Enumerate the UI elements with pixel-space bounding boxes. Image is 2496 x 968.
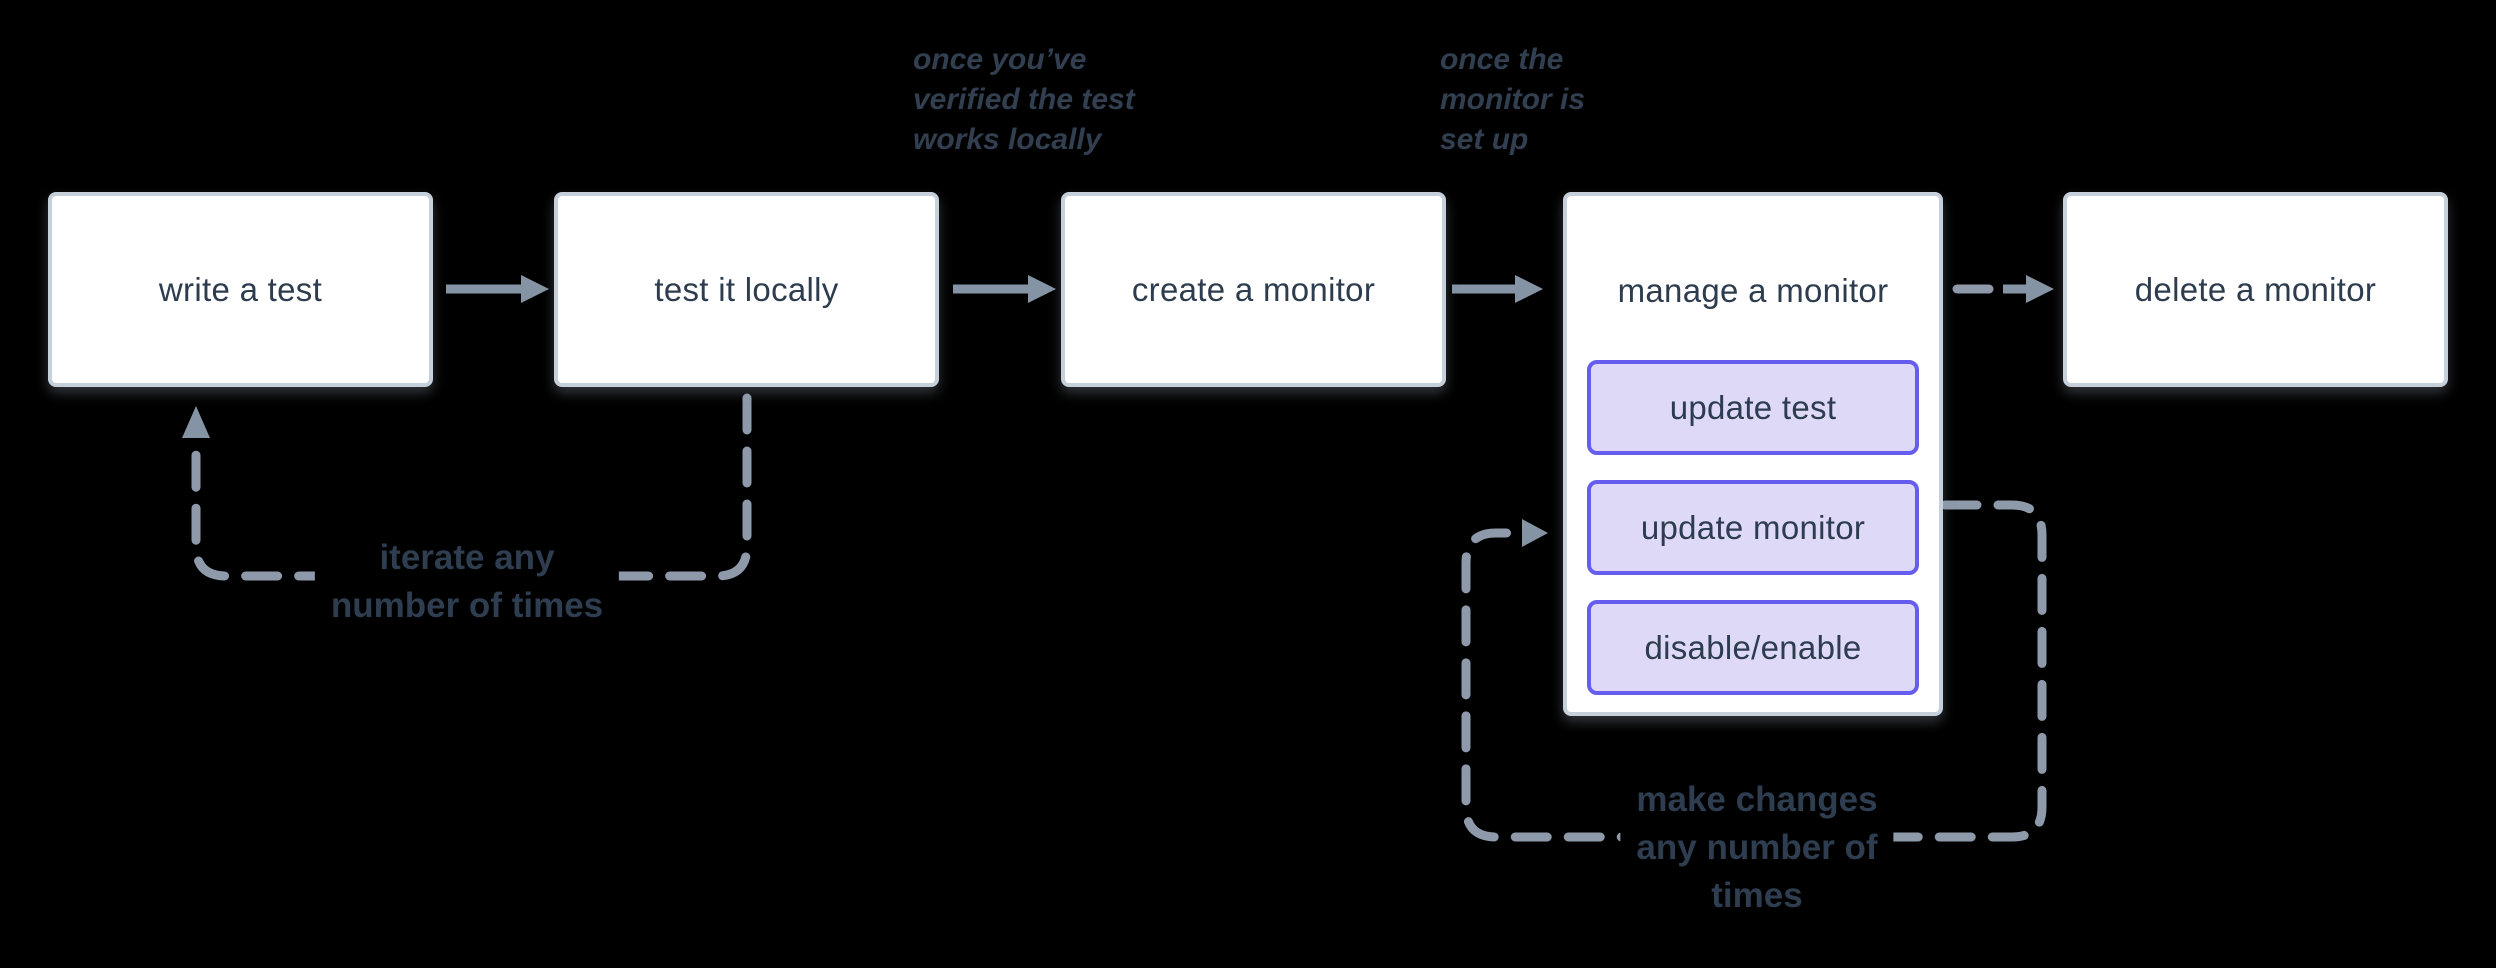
arrow-right-icon: [2026, 275, 2054, 303]
arrow-create-to-manage: [1452, 275, 1543, 303]
arrow-right-icon: [521, 275, 549, 303]
arrow-up-icon: [182, 406, 210, 438]
node-delete-a-monitor: delete a monitor: [2063, 192, 2448, 387]
annotation-once-verified: once you’ve verified the test works loca…: [913, 43, 1135, 156]
make-changes-loop-label: make changes any number of times: [1620, 774, 1894, 922]
node-test-it-locally: test it locally: [554, 192, 939, 387]
annotation-once-monitor-setup: once the monitor is set up: [1440, 43, 1586, 156]
update-test-button: update test: [1587, 360, 1919, 455]
update-monitor-button: update monitor: [1587, 480, 1919, 575]
node-manage-a-monitor: manage a monitor update test update moni…: [1563, 192, 1943, 716]
arrow-right-icon: [1522, 519, 1548, 547]
arrow-test-to-create: [953, 275, 1056, 303]
iterate-loop-label: iterate any number of times: [314, 532, 620, 632]
manage-a-monitor-title: manage a monitor: [1617, 272, 1889, 309]
arrow-right-icon: [1028, 275, 1056, 303]
dashed-arrow-manage-to-delete: [1952, 275, 2054, 303]
node-create-a-monitor: create a monitor: [1061, 192, 1446, 387]
node-write-a-test: write a test: [48, 192, 433, 387]
disable-enable-button: disable/enable: [1587, 600, 1919, 695]
arrow-write-to-test: [446, 275, 549, 303]
arrow-right-icon: [1515, 275, 1543, 303]
